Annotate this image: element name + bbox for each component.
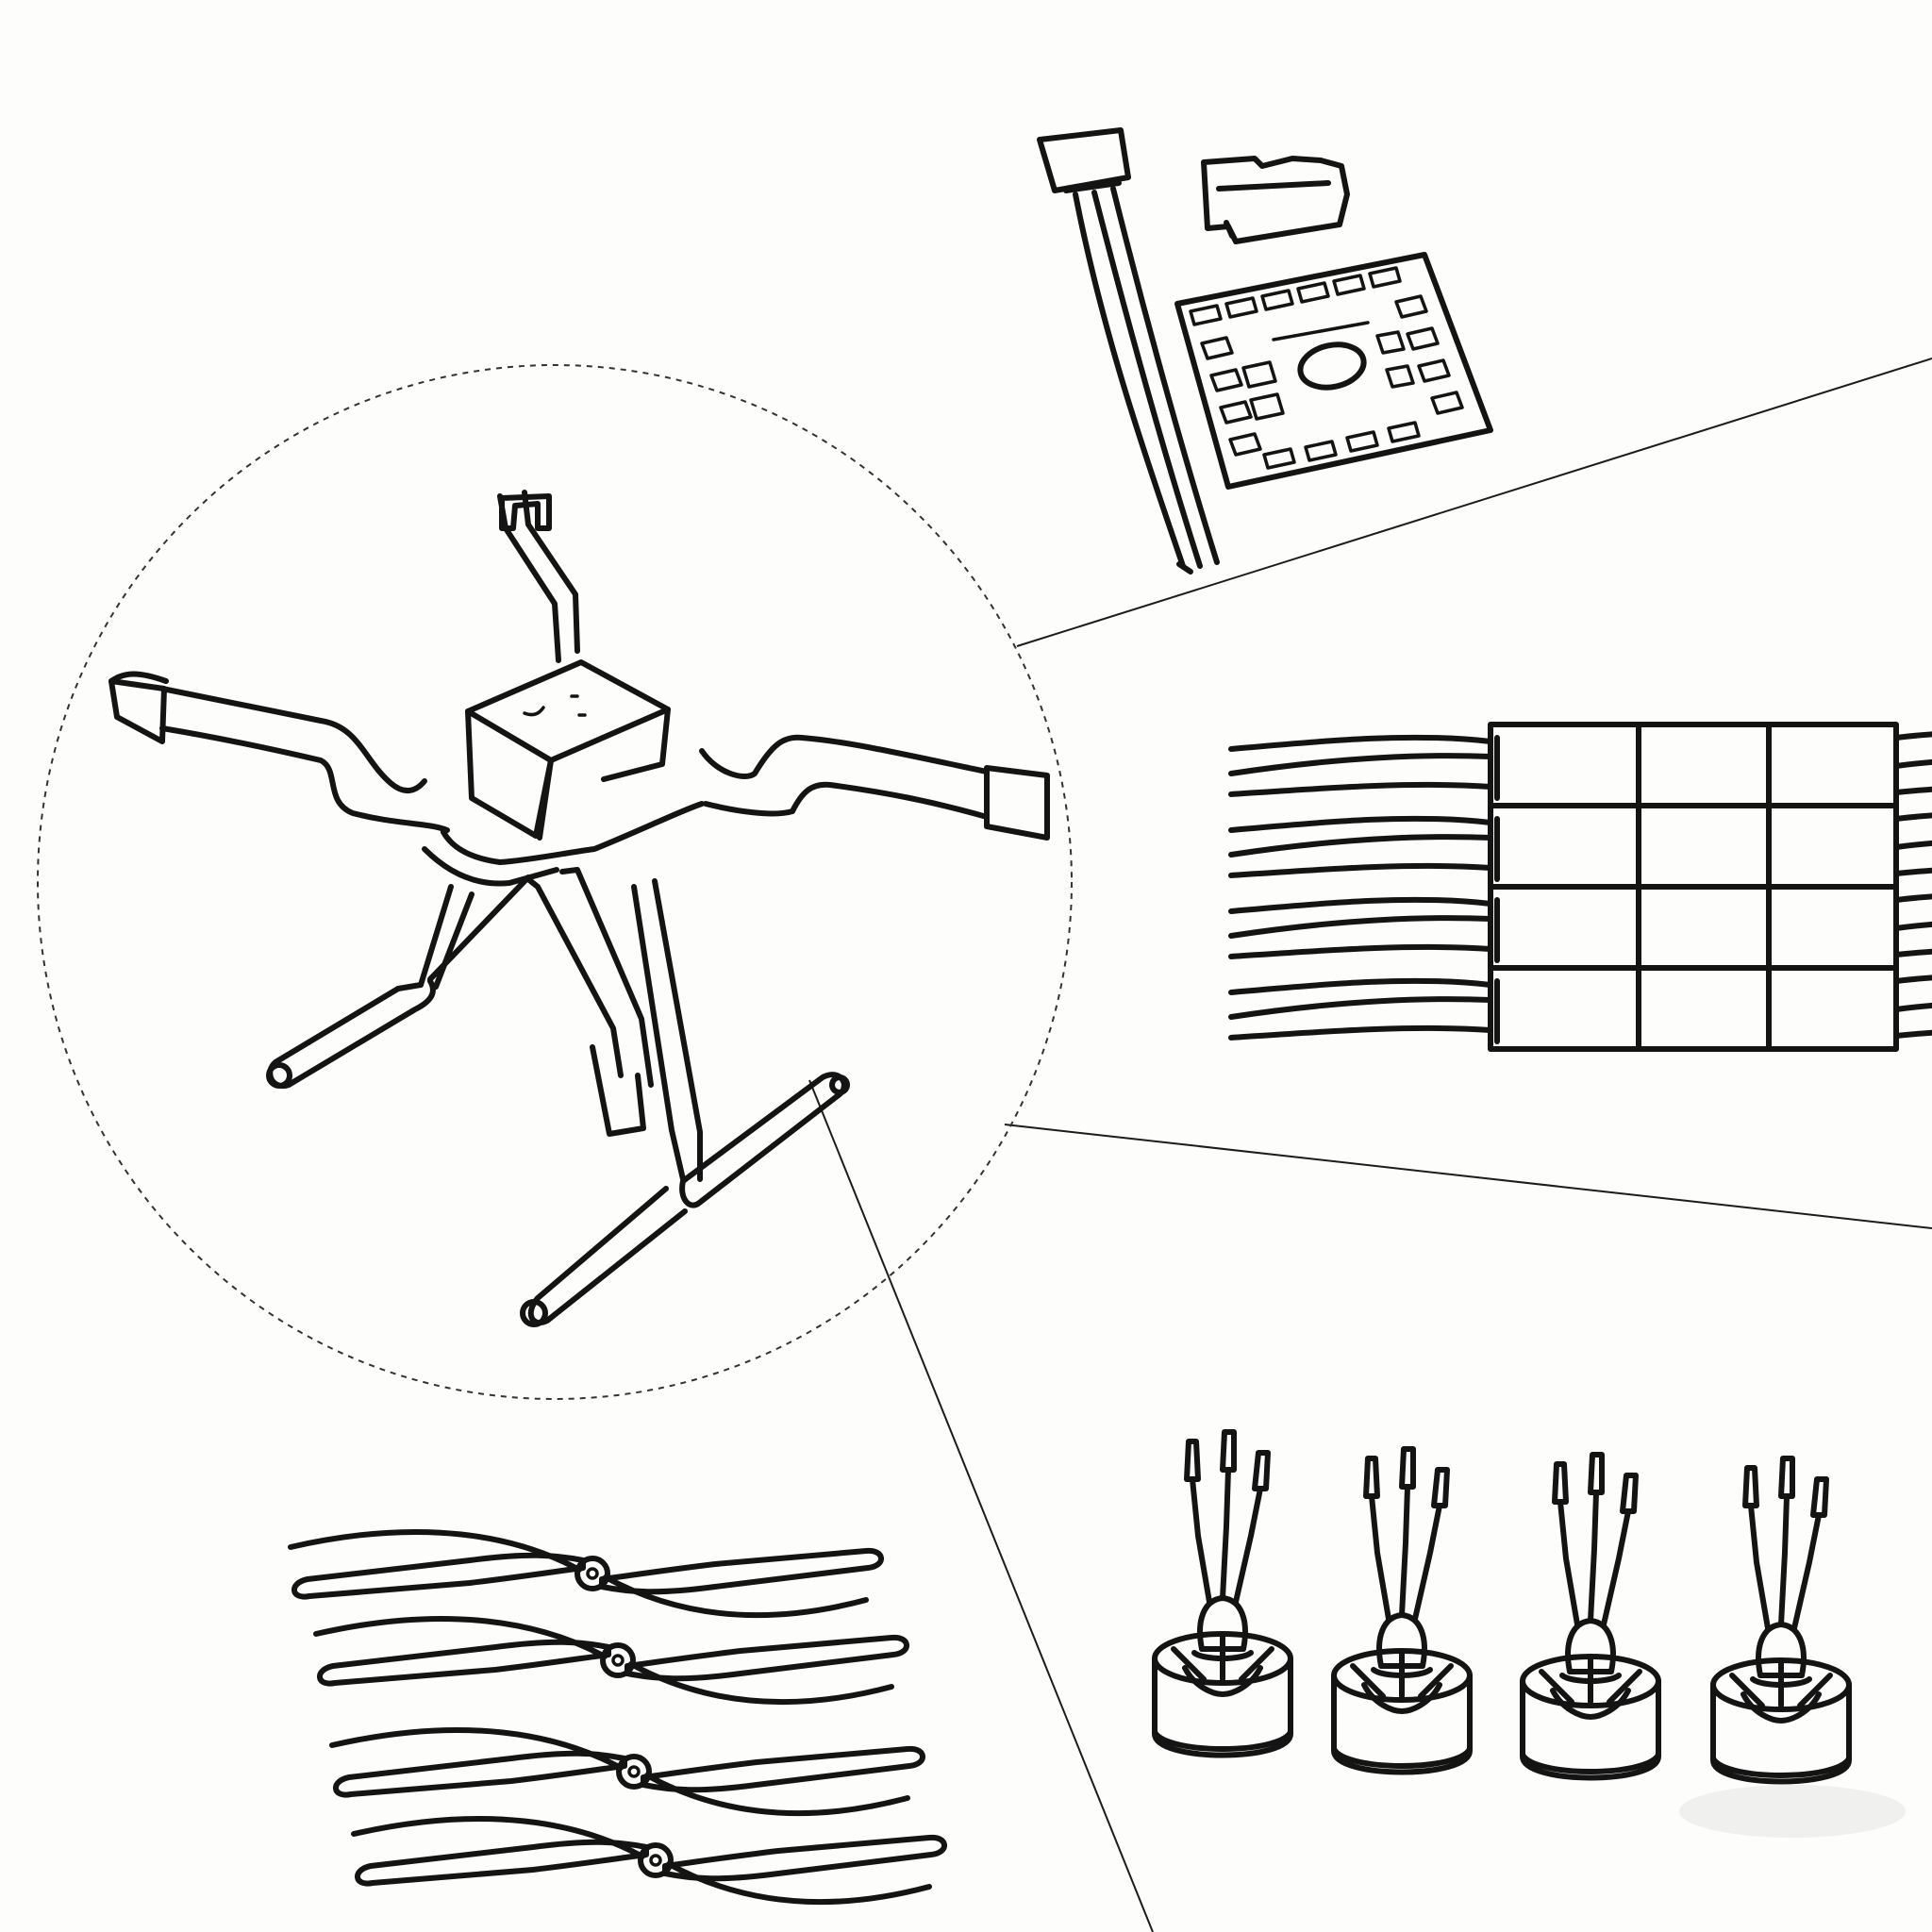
- propellers-group: [291, 1532, 944, 1902]
- propeller-icon: [354, 1819, 944, 1902]
- brushless-motor-icon: [1523, 1455, 1658, 1778]
- propeller-icon: [291, 1532, 881, 1615]
- panel-dividers: [808, 358, 1932, 1932]
- propeller-icon: [316, 1619, 907, 1702]
- receiver-module-icon: [1201, 156, 1350, 244]
- flight-controller-board-icon: [1174, 252, 1493, 490]
- paper-smudge: [1679, 1785, 1906, 1838]
- esc-icon: [1231, 724, 1932, 806]
- brushless-motor-icon: [1713, 1458, 1849, 1782]
- battery-connector-icon: [1037, 127, 1220, 575]
- brushless-motor-icon: [1334, 1449, 1470, 1773]
- esc-icon: [1231, 968, 1932, 1049]
- brushless-motor-icon: [1155, 1432, 1291, 1756]
- drone-frame-icon: [108, 490, 1050, 1327]
- esc-icon: [1231, 887, 1932, 968]
- esc-bundle-icon: [1231, 724, 1932, 1049]
- frame-highlight-circle: [37, 364, 1073, 1400]
- propeller-icon: [332, 1730, 923, 1813]
- esc-icon: [1231, 806, 1932, 887]
- brushless-motors-group: [1155, 1432, 1849, 1782]
